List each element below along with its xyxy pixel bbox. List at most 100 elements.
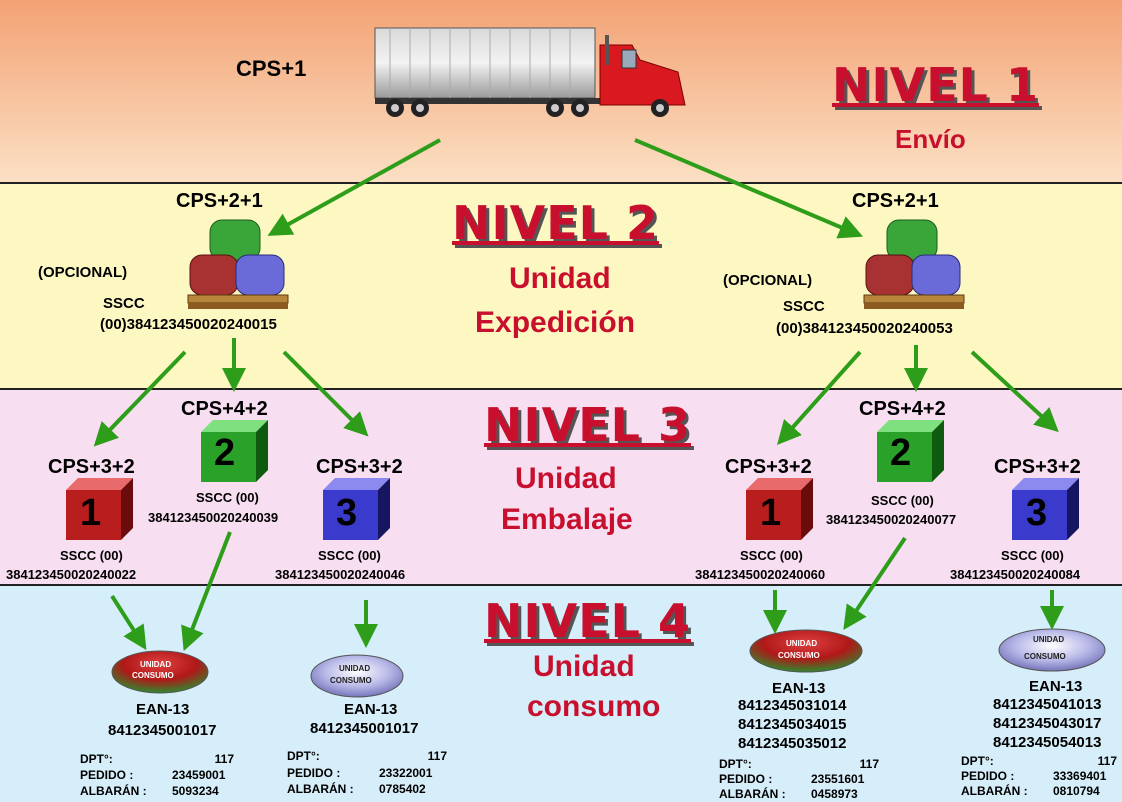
albaran-value: 0785402 [379, 782, 426, 796]
sscc-label-box-1-right: SSCC (00) [740, 548, 803, 563]
sscc-label-box-2-right: SSCC (00) [871, 493, 934, 508]
box-icon-2-left [201, 420, 268, 482]
dpt-row-unit-1: DPT°: 117 [80, 752, 234, 766]
arrow-pallet-left-to-box-1 [93, 350, 187, 447]
level-1-title: NIVEL 1 [832, 58, 1039, 112]
level-2-subtitle-line1: Unidad [509, 262, 611, 295]
level-3-subtitle-line1: Unidad [515, 462, 617, 495]
ean-code-unit-3-a: 8412345031014 [738, 697, 847, 714]
albaran-label: ALBARÁN : [80, 784, 147, 798]
ean-label-unit-1: EAN-13 [136, 701, 190, 718]
arrow-pallet-left-to-box-3 [282, 350, 369, 437]
level-3-title: NIVEL 3 [484, 398, 691, 452]
level-2-subtitle-line2: Expedición [475, 306, 636, 339]
pedido-label: PEDIDO : [80, 768, 134, 782]
sscc-code-pallet-left: (00)384123450020240015 [100, 316, 277, 333]
cps-label-box-1-right: CPS+3+2 [725, 456, 812, 478]
arrow-box-1-left-to-unit-1 [110, 594, 147, 651]
albaran-label: ALBARÁN : [961, 784, 1028, 798]
box-icon-3-left [323, 478, 390, 540]
consumer-unit-pill-2 [310, 654, 404, 698]
sscc-label-box-3-right: SSCC (00) [1001, 548, 1064, 563]
dpt-value: 117 [214, 752, 234, 766]
optional-label-right: (OPCIONAL) [723, 272, 813, 289]
ean-code-unit-4-c: 8412345054013 [993, 734, 1102, 751]
pedido-value: 23551601 [811, 772, 865, 786]
level-2-title: NIVEL 2 [452, 196, 659, 250]
pill-2-line2: CONSUMO [330, 676, 372, 685]
dpt-label: DPT°: [80, 752, 113, 766]
albaran-row-unit-4: ALBARÁN : 0810794 [961, 784, 1100, 798]
dpt-row-unit-3: DPT°:117 [719, 757, 879, 771]
level-4-subtitle-line1: Unidad [533, 650, 635, 683]
pedido-row-unit-1: PEDIDO : 23459001 [80, 768, 225, 782]
level-4-title: NIVEL 4 [484, 594, 691, 648]
ean-label-unit-4: EAN-13 [1029, 678, 1083, 695]
sscc-label-box-3-left: SSCC (00) [318, 548, 381, 563]
ean-code-unit-3-b: 8412345034015 [738, 716, 847, 733]
pallet-icon-right [863, 219, 965, 309]
box-icon-2-right [877, 420, 944, 482]
level-1-subtitle: Envío [895, 124, 966, 154]
cps-label-level-1: CPS+1 [236, 56, 307, 81]
ean-label-unit-2: EAN-13 [344, 701, 398, 718]
flow-arrows [93, 138, 1064, 652]
arrow-pallet-right-to-box-1 [777, 350, 862, 445]
level-3-subtitle-line2: Embalaje [501, 503, 633, 536]
pedido-row-unit-4: PEDIDO :33369401 [961, 769, 1106, 783]
arrow-box-2-right-to-unit-3 [843, 536, 907, 630]
cps-label-box-3-left: CPS+3+2 [316, 456, 403, 478]
box-number-1-left: 1 [80, 492, 102, 534]
pill-3-line1: UNIDAD [786, 639, 818, 648]
ean-code-unit-4-a: 8412345041013 [993, 696, 1102, 713]
ean-label-unit-3: EAN-13 [772, 680, 826, 697]
box-number-2-right: 2 [890, 432, 912, 474]
box-icon-1-left [66, 478, 133, 540]
sscc-label-pallet-left: SSCC [103, 295, 145, 312]
dpt-label: DPT°: [287, 749, 320, 763]
cps-label-box-3-right: CPS+3+2 [994, 456, 1081, 478]
albaran-value: 0810794 [1053, 784, 1100, 798]
box-number-3-right: 3 [1026, 492, 1048, 534]
pedido-row-unit-3: PEDIDO : 23551601 [719, 772, 864, 786]
cps-label-box-1-left: CPS+3+2 [48, 456, 135, 478]
sscc-label-pallet-right: SSCC [783, 298, 825, 315]
albaran-value: 5093234 [172, 784, 219, 798]
dpt-value: 117 [1097, 754, 1117, 768]
arrow-envio-to-expedicion-right [634, 138, 864, 239]
sscc-code-pallet-right: (00)384123450020240053 [776, 320, 953, 337]
box-number-3-left: 3 [336, 492, 358, 534]
pill-4-line1: UNIDAD [1033, 635, 1065, 644]
sscc-code-box-3-left: 384123450020240046 [275, 567, 406, 582]
sscc-code-box-2-left: 384123450020240039 [148, 510, 279, 525]
pedido-label: PEDIDO : [961, 769, 1015, 783]
cps-label-pallet-right: CPS+2+1 [852, 190, 939, 212]
pill-2-line1: UNIDAD [339, 664, 371, 673]
arrow-pallet-right-to-box-3 [970, 350, 1059, 433]
sscc-code-box-2-right: 384123450020240077 [826, 512, 957, 527]
optional-label-left: (OPCIONAL) [38, 264, 128, 281]
sscc-label-box-2-left: SSCC (00) [196, 490, 259, 505]
sscc-label-box-1-left: SSCC (00) [60, 548, 123, 563]
cps-label-box-2-left: CPS+4+2 [181, 398, 268, 420]
cps-label-pallet-left: CPS+2+1 [176, 190, 263, 212]
pallet-icon-left [187, 219, 289, 309]
albaran-label: ALBARÁN : [287, 782, 354, 796]
pill-3-line2: CONSUMO [778, 651, 820, 660]
ean-code-unit-4-b: 8412345043017 [993, 715, 1102, 732]
consumer-unit-pill-3 [749, 629, 863, 673]
albaran-row-unit-1: ALBARÁN : 5093234 [80, 784, 219, 798]
pedido-row-unit-2: PEDIDO :23322001 [287, 766, 432, 780]
box-icon-1-right [746, 478, 813, 540]
dpt-label: DPT°: [961, 754, 994, 768]
level-4-band [0, 586, 1122, 802]
pedido-value: 23459001 [172, 768, 226, 782]
dpt-value: 117 [859, 757, 879, 771]
pedido-label: PEDIDO : [287, 766, 341, 780]
dpt-row-unit-2: DPT°:117 [287, 749, 447, 763]
dpt-row-unit-4: DPT°: 117 [961, 754, 1117, 768]
pedido-label: PEDIDO : [719, 772, 773, 786]
sscc-code-box-1-left: 384123450020240022 [6, 567, 137, 582]
pill-1-line1: UNIDAD [140, 660, 172, 669]
